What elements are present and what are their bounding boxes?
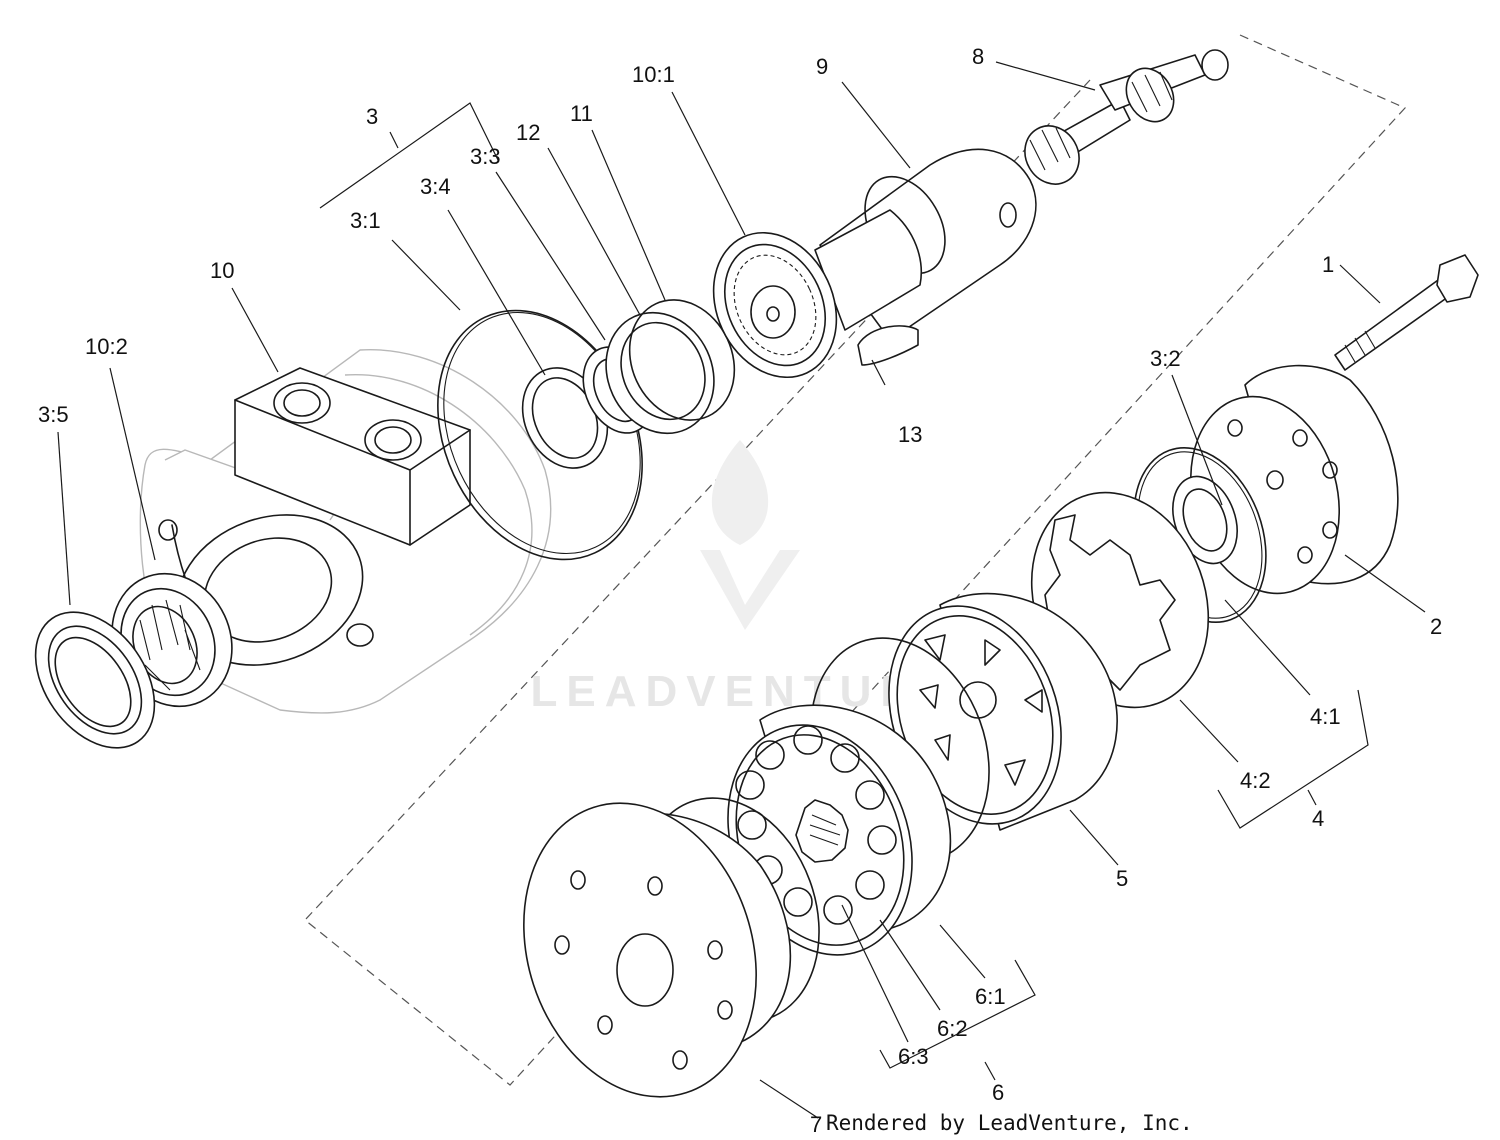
label-part-3-1: 3:1 xyxy=(350,208,381,233)
leader-lines xyxy=(57,61,1426,1119)
label-part-6-2: 6:2 xyxy=(937,1016,968,1041)
label-part-13: 13 xyxy=(898,422,922,447)
label-part-6-3: 6:3 xyxy=(898,1044,929,1069)
credit-text: Rendered by LeadVenture, Inc. xyxy=(826,1111,1193,1135)
label-part-3-5: 3:5 xyxy=(38,402,69,427)
part-labels: 1 2 3 3:1 3:2 3:3 3:4 3:5 4 4:1 4:2 5 6 … xyxy=(38,44,1442,1137)
spline-gear-part-10-1 xyxy=(712,231,838,379)
label-part-3: 3 xyxy=(366,104,378,129)
watermark-text: LEADVENTURE xyxy=(530,667,959,716)
washer-part-12 xyxy=(605,311,715,435)
label-part-1: 1 xyxy=(1322,252,1334,277)
label-part-5: 5 xyxy=(1116,866,1128,891)
label-part-3-3: 3:3 xyxy=(470,144,501,169)
label-part-7: 7 xyxy=(810,1112,822,1137)
label-part-12: 12 xyxy=(516,120,540,145)
label-part-3-2: 3:2 xyxy=(1150,346,1181,371)
label-part-4: 4 xyxy=(1312,806,1324,831)
bolt-part-1 xyxy=(1334,254,1479,371)
key-part-13 xyxy=(857,325,919,366)
gerotor-set-part-6 xyxy=(727,704,952,956)
label-part-9: 9 xyxy=(816,54,828,79)
seal-part-3-5 xyxy=(34,611,156,749)
label-part-6-1: 6:1 xyxy=(975,984,1006,1009)
label-part-8: 8 xyxy=(972,44,984,69)
label-part-10-2: 10:2 xyxy=(85,334,128,359)
end-cover-part-7 xyxy=(523,802,792,1098)
label-part-2: 2 xyxy=(1430,614,1442,639)
shaft-part-9 xyxy=(814,148,1037,341)
label-part-10: 10 xyxy=(210,258,234,283)
drive-shaft-part-8 xyxy=(1024,49,1229,185)
label-part-3-4: 3:4 xyxy=(420,174,451,199)
valve-plate-part-5 xyxy=(888,592,1118,831)
label-part-6: 6 xyxy=(992,1080,1004,1105)
assembly-outline xyxy=(304,34,1407,1086)
label-part-11: 11 xyxy=(570,101,593,126)
watermark: LEADVENTURE xyxy=(530,440,959,716)
label-part-4-1: 4:1 xyxy=(1310,704,1341,729)
label-part-10-1: 10:1 xyxy=(632,62,675,87)
label-part-4-2: 4:2 xyxy=(1240,768,1271,793)
